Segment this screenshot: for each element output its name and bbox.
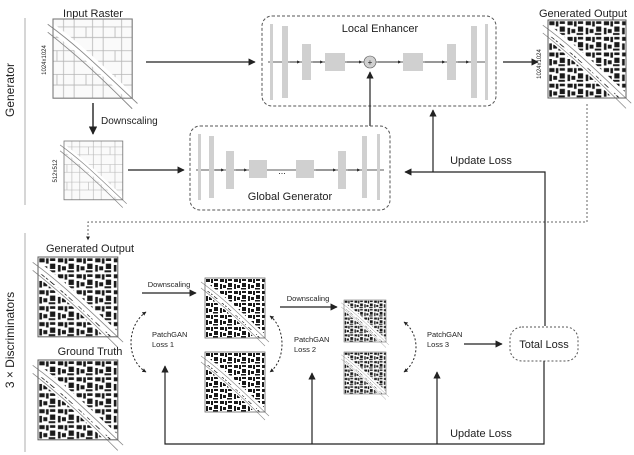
local-enhancer-layers <box>268 24 488 100</box>
input-size-label: 1024x1024 <box>42 44 48 74</box>
update-loss-label-top: Update Loss <box>450 155 512 167</box>
ground-truth-title: Ground Truth <box>58 346 123 358</box>
input-raster-image <box>48 19 138 109</box>
update-loss-path-top <box>405 172 545 326</box>
global-generator-ellipsis: ... <box>278 166 286 176</box>
loss3-bracket <box>404 322 416 372</box>
generated-output-title: Generated Output <box>539 8 627 20</box>
disc-generated-output-image <box>33 257 123 347</box>
downscaled-size-label: 512x512 <box>53 159 59 183</box>
disc-generated-output-title: Generated Output <box>46 243 134 255</box>
input-raster-title: Input Raster <box>63 8 123 20</box>
disc2-ground-truth-image <box>201 352 269 420</box>
ground-truth-image <box>33 360 123 450</box>
section-label-generator: Generator <box>3 63 17 117</box>
loss2-label-line1: PatchGAN <box>294 335 329 344</box>
total-loss-label: Total Loss <box>519 339 569 351</box>
global-generator-title: Global Generator <box>248 191 333 203</box>
loss1-bracket <box>131 312 146 372</box>
downscaling-2-label: Downscaling <box>287 294 330 303</box>
downscaling-1-label: Downscaling <box>148 280 191 289</box>
loss3-label-line1: PatchGAN <box>427 330 462 339</box>
output-size-label: 1024x1024 <box>537 48 543 78</box>
loss3-label-line2: Loss 3 <box>427 340 449 349</box>
loss2-label-line2: Loss 2 <box>294 345 316 354</box>
loss1-label-line1: PatchGAN <box>152 330 187 339</box>
generated-output-image <box>543 20 631 108</box>
downscaling-label: Downscaling <box>101 116 158 127</box>
disc2-generated-image <box>201 278 269 346</box>
sum-symbol: + <box>368 58 373 67</box>
disc3-ground-truth-image <box>341 352 389 400</box>
update-loss-label-bottom: Update Loss <box>450 428 512 440</box>
downscaled-raster-image <box>60 141 127 208</box>
section-label-discriminators: 3 × Discriminators <box>3 292 17 388</box>
local-enhancer-title: Local Enhancer <box>342 23 419 35</box>
loss2-bracket <box>270 316 282 372</box>
loss1-label-line2: Loss 1 <box>152 340 174 349</box>
disc3-generated-image <box>341 300 389 348</box>
